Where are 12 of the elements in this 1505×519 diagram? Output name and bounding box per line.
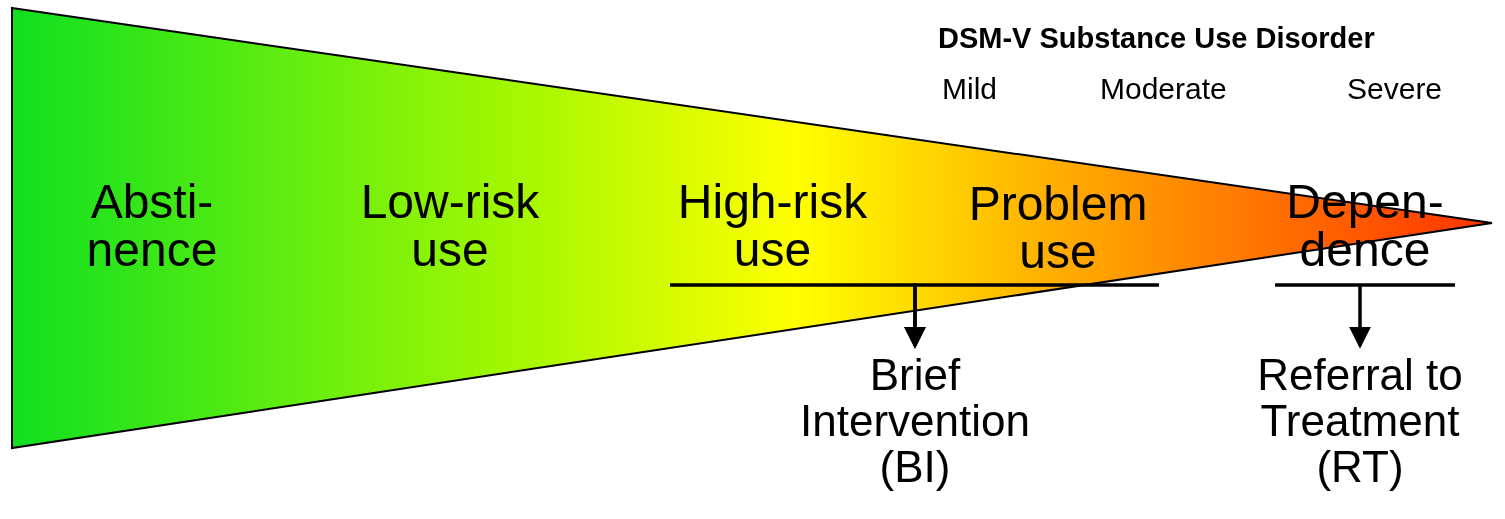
bracket-arrow bbox=[904, 283, 1159, 349]
intervention-label: Referral to Treatment (RT) bbox=[1225, 352, 1495, 491]
severity-label: Moderate bbox=[1100, 72, 1227, 106]
bracket-arrow bbox=[1273, 283, 1457, 349]
stage-label: Absti- nence bbox=[62, 178, 242, 274]
stage-label: Low-risk use bbox=[330, 178, 570, 274]
scale-heading: DSM-V Substance Use Disorder bbox=[938, 22, 1375, 55]
severity-label: Mild bbox=[942, 72, 997, 106]
stage-label: High-risk use bbox=[655, 178, 890, 274]
stage-label: Problem use bbox=[942, 180, 1174, 276]
severity-label: Severe bbox=[1347, 72, 1443, 106]
intervention-label: Brief Intervention (BI) bbox=[760, 352, 1070, 491]
